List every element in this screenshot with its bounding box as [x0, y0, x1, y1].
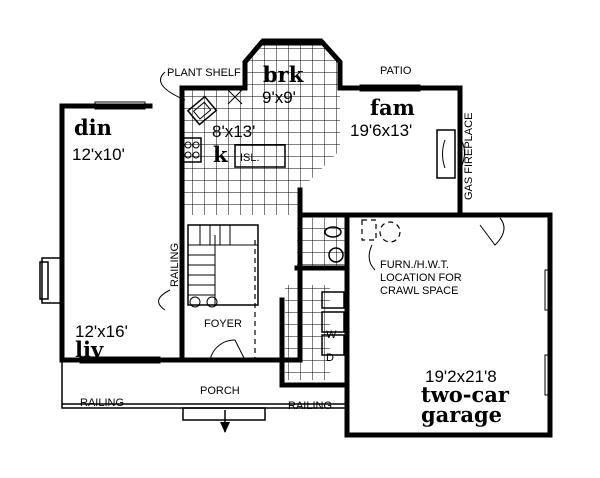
- family-name: fam: [370, 95, 415, 120]
- furnace-note-3: CRAWL SPACE: [380, 285, 458, 297]
- openings: [181, 240, 301, 360]
- island: [234, 144, 286, 168]
- bath-fixtures: [321, 219, 401, 356]
- breakfast-name: brk: [263, 62, 304, 87]
- living-size: 12'x16': [75, 322, 128, 341]
- dining-size: 12'x10': [72, 145, 125, 164]
- island-label: ISL.: [240, 152, 260, 164]
- gas-fireplace-label: GAS FIREPLACE: [463, 113, 475, 200]
- railing-right-label: RAILING: [288, 400, 332, 412]
- kitchen-fixtures: [182, 89, 286, 168]
- family-size: 19'6x13': [350, 121, 412, 140]
- patio-label: PATIO: [380, 65, 412, 77]
- sink-icon: [186, 95, 218, 126]
- staircase: [187, 224, 259, 308]
- dining-name: din: [74, 115, 112, 140]
- pantry-x: [227, 89, 243, 105]
- porch: [61, 360, 347, 433]
- washer-label: W: [326, 329, 337, 341]
- windows: [79, 38, 553, 396]
- garage-name-2: garage: [421, 402, 502, 427]
- garage-name-1: two-car: [421, 382, 510, 407]
- living-name: liv: [75, 337, 104, 362]
- leaders: [158, 71, 465, 311]
- cooktop-icon: [182, 137, 202, 163]
- railing-left-label: RAILING: [80, 397, 124, 409]
- foyer-label: FOYER: [204, 318, 242, 330]
- doors: [209, 217, 505, 361]
- gas-fireplace: [436, 129, 456, 179]
- dryer-label: D: [326, 352, 334, 364]
- furnace-note-1: FURN./H.W.T.: [380, 259, 449, 271]
- garage-size: 19'2x21'8: [425, 367, 497, 386]
- breakfast-size: 9'x9': [262, 88, 296, 107]
- living-fireplace: [39, 257, 63, 304]
- kitchen-size: 8'x13': [212, 122, 255, 141]
- plant-shelf-label: PLANT SHELF: [167, 67, 241, 79]
- kitchen-name: k: [213, 142, 228, 167]
- stair-railing-label: RAILING: [169, 243, 181, 287]
- porch-label: PORCH: [200, 385, 240, 397]
- tile-floor: [182, 42, 349, 380]
- furnace-note-2: LOCATION FOR: [380, 272, 462, 284]
